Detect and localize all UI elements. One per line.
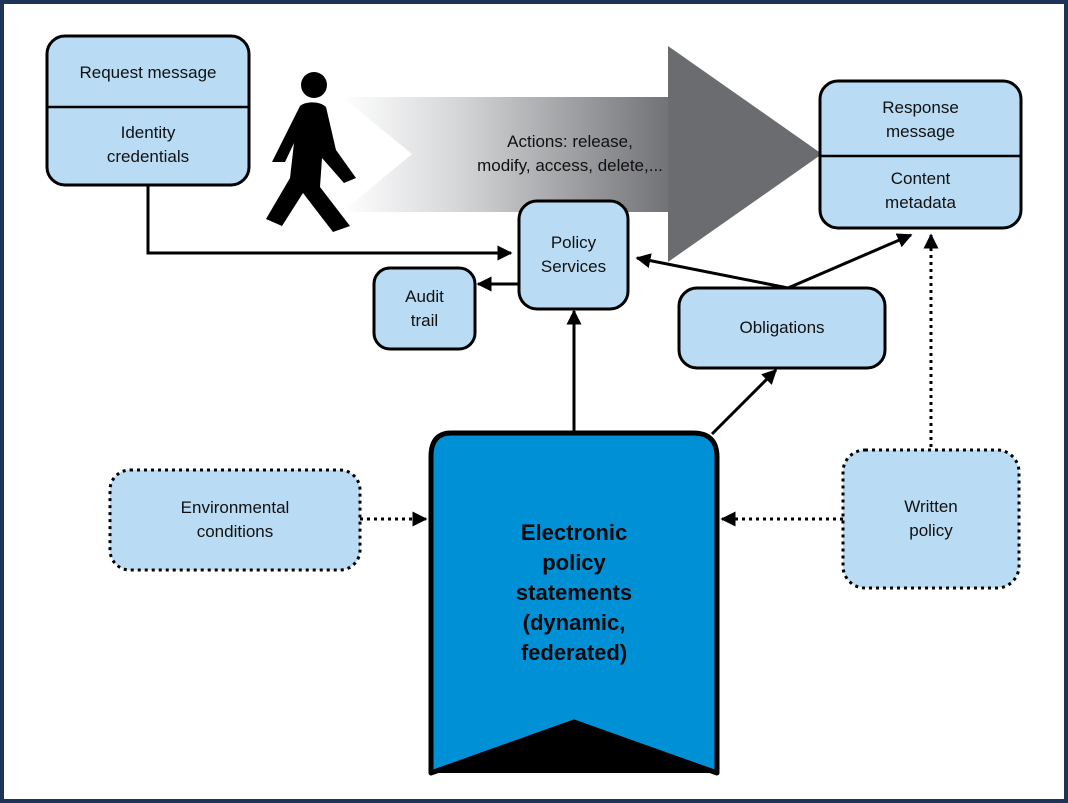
- written-policy-box: [841, 448, 1021, 590]
- policy-services-box: [517, 199, 630, 311]
- electronic-policy-to-obligations-arrow: [710, 368, 778, 436]
- response-message-box: [818, 79, 1023, 230]
- environmental-conditions-label: Environmental conditions: [180, 498, 290, 541]
- actions-label: Actions: release, modify, access, delete…: [477, 132, 663, 175]
- response-message-label: Response message: [882, 97, 959, 141]
- credentials-to-policy-services-arrow: [146, 185, 513, 261]
- obligations-to-policy-services-arrow: [635, 253, 789, 290]
- audit-trail-box: [372, 266, 477, 351]
- request-message-label: Request message: [79, 62, 217, 82]
- obligations-label: Obligations: [739, 318, 825, 337]
- walking-person-icon: [266, 72, 356, 233]
- process-flow-arrow: [342, 46, 822, 262]
- identity-credentials-label: Identity credentials: [106, 123, 190, 166]
- audit-trail-label: Audit trail: [405, 286, 444, 330]
- connectors: [146, 185, 939, 527]
- obligations-box: [677, 286, 887, 370]
- electronic-policy-base: [431, 722, 717, 773]
- policy-services-label: Policy Services: [540, 233, 607, 276]
- content-metadata-label: Content metadata: [885, 169, 956, 212]
- environmental-conditions-box: [108, 468, 362, 572]
- electronic-policy-label: Electronic policy statements (dynamic, f…: [515, 520, 633, 665]
- request-message-box: [45, 34, 251, 187]
- obligations-to-response-arrow: [787, 233, 913, 290]
- written-policy-label: Written policy: [904, 497, 958, 540]
